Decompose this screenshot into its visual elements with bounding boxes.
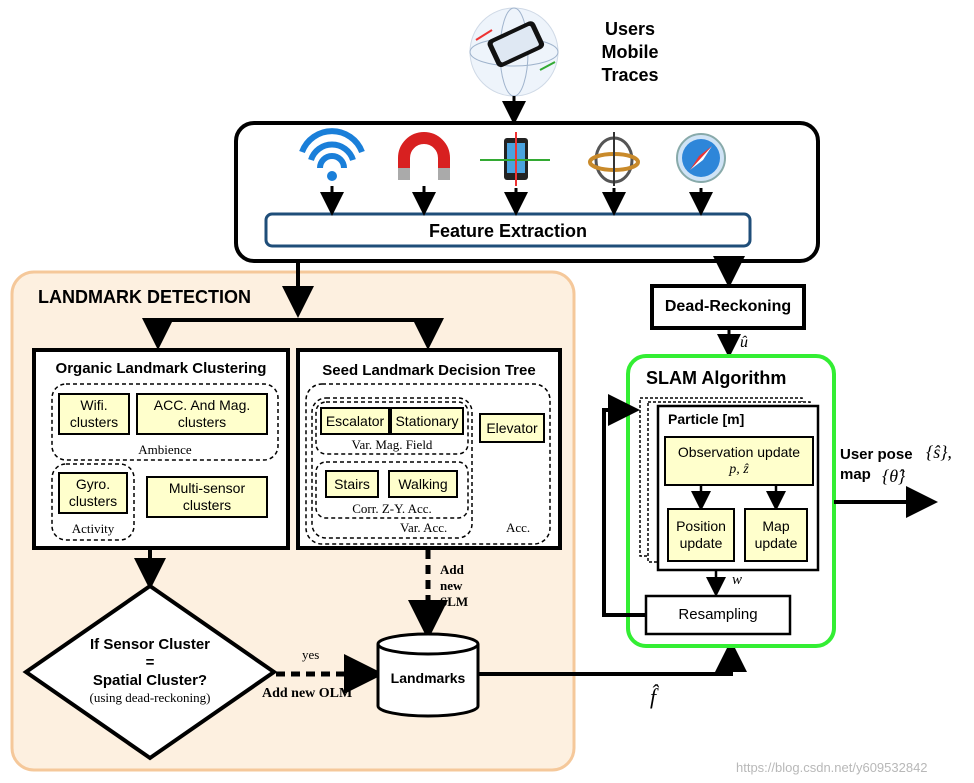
map-label: map [840,466,871,483]
wifi-icon [299,128,365,181]
w-label: w [732,572,743,588]
add-new-olm-label: Add new OLM [262,686,353,701]
multi-sensor-clusters-box: Multi-sensor clusters [146,476,268,518]
add-new-slm-line1: Add [440,562,464,577]
compass-icon [676,133,726,183]
decision-line2: = [145,654,155,671]
corr-group [315,461,469,519]
decision-line4: (using dead-reckoning) [89,690,211,705]
ambience-group [51,383,279,461]
acc-mag-clusters-box: ACC. And Mag. clusters [136,393,268,435]
theta-hat-label: {θ̂} [882,466,906,486]
acc-label: Acc. [506,520,531,535]
organic-clustering-title: Organic Landmark Clustering [55,360,267,377]
p-z-label: p, ẑ [729,462,749,477]
wifi-clusters-box: Wifi. clusters [58,393,130,435]
activity-group [51,463,135,541]
landmarks-label: Landmarks [390,670,466,686]
position-update-box: Position update [667,508,735,562]
resampling-box [644,594,792,636]
feature-extraction-label: Feature Extraction [428,221,588,241]
var-acc-label: Var. Acc. [400,520,448,535]
resampling-label: Resampling [678,606,758,623]
stairs-box: Stairs [325,470,379,498]
var-mag-field-label: Var. Mag. Field [351,437,433,452]
decision-line3: Spatial Cluster? [92,672,208,689]
traces-label: Traces [601,65,659,85]
stationary-box: Stationary [390,407,464,435]
u-hat-label: û [740,334,748,351]
watermark: https://blog.csdn.net/y609532842 [736,760,928,775]
landmarks-database [376,632,480,718]
map-update-box: Map update [744,508,808,562]
observation-update-box: Observation update p, ẑ [664,436,814,486]
user-pose-label: User pose [840,446,913,463]
walking-box: Walking [388,470,458,498]
seed-decision-tree-box [296,348,562,550]
var-acc-group [311,397,473,539]
gyroscope-icon [588,132,640,186]
elevator-box: Elevator [479,413,545,443]
accelerometer-phone-icon [480,132,550,186]
activity-label: Activity [71,521,115,536]
seed-decision-tree-title: Seed Landmark Decision Tree [322,362,536,379]
var-mag-group [315,401,469,455]
acc-group [305,383,551,545]
add-new-slm-line3: SLM [440,594,469,609]
landmark-detection-title: LANDMARK DETECTION [38,287,251,307]
s-hat-label: {ŝ}, [926,442,952,462]
observation-update-label: Observation update [677,444,801,460]
users-label: Users [604,19,656,39]
add-new-slm-line2: new [440,578,463,593]
yes-label: yes [302,647,320,662]
slam-algorithm-title: SLAM Algorithm [646,368,787,388]
corr-zy-acc-label: Corr. Z-Y. Acc. [352,501,432,516]
decision-line1: If Sensor Cluster [89,636,211,653]
magnet-icon [398,132,450,180]
decision-text: If Sensor Cluster = Spatial Cluster? (us… [40,636,260,706]
escalator-box: Escalator [320,407,390,435]
particle-label: Particle [m] [668,411,745,427]
mobile-label: Mobile [601,42,659,62]
f-hat-label: f̂ [650,684,657,709]
user-phone-icon [469,7,559,97]
ambience-label: Ambience [138,442,192,457]
users-mobile-traces-label: Users Mobile Traces [590,18,670,87]
decision-diamond [22,583,278,761]
gyro-clusters-box: Gyro. clusters [58,472,128,514]
dead-reckoning-label: Dead-Reckoning [664,298,792,315]
add-new-slm-label: Add new SLM [440,562,468,610]
